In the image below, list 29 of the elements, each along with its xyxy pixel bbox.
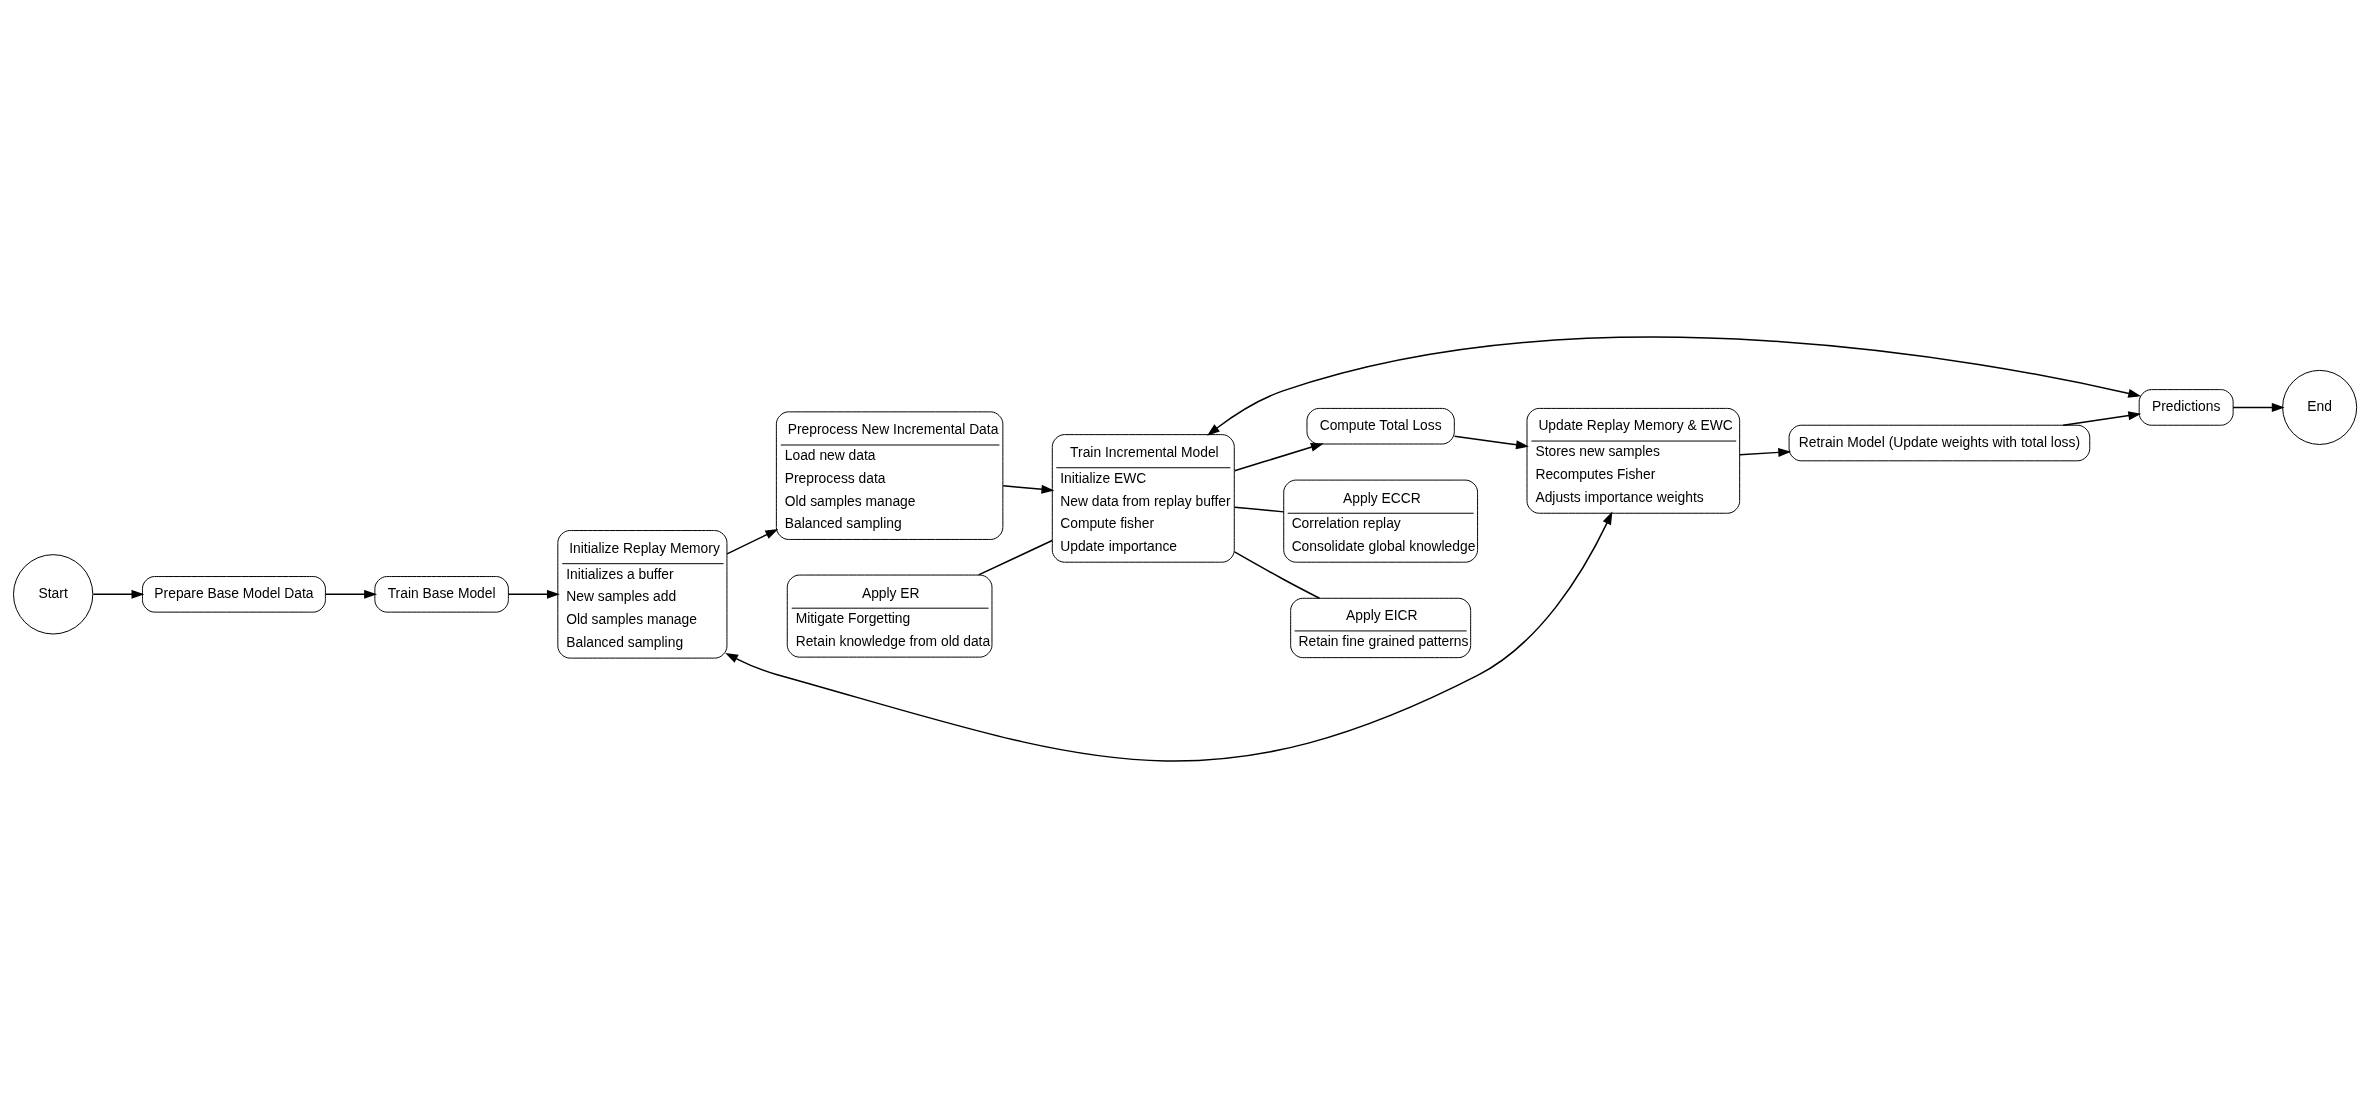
arrow: [726, 528, 779, 555]
node-circle: Start: [13, 553, 94, 634]
node-box: Update Replay Memory & EWC Stores new samples Recomputes Fisher Adjusts importance weights: [1526, 407, 1741, 514]
arrow: [1233, 442, 1324, 471]
node-box: Prepare Base Model Data: [141, 575, 326, 613]
node-box: Apply EICR Retain fine grained patterns: [1290, 597, 1472, 658]
node-box: Initialize Replay Memory Initializes a buffer New samples add Old samples manage Balanced sampling: [557, 529, 728, 659]
arrow: [92, 589, 145, 599]
connector: [977, 539, 1053, 576]
node-circle: End: [2282, 369, 2358, 445]
arrow: [1207, 336, 2142, 436]
node-box: Train Incremental Model Initialize EWC New data from replay buffer Compute fisher Update importance: [1051, 433, 1235, 563]
node-box: Predictions: [2138, 388, 2234, 426]
arrow: [1739, 447, 1792, 457]
node-box: Train Base Model: [374, 575, 509, 613]
node-box: Retrain Model (Update weights with total loss): [1788, 424, 2091, 461]
node-box: Apply ECCR Correlation replay Consolidate global knowledge: [1283, 479, 1479, 563]
connector: [1233, 550, 1321, 599]
arrow: [1453, 435, 1529, 449]
node-box: Compute Total Loss: [1306, 407, 1455, 444]
arrow: [1002, 484, 1055, 494]
connector: [1233, 505, 1285, 513]
node-box: Preprocess New Incremental Data Load new data Preprocess data Old samples manage Balanced sampling: [775, 410, 1004, 540]
node-box: Apply ER Mitigate Forgetting Retain knowledge from old data: [786, 574, 993, 658]
arrow: [725, 511, 1613, 762]
arrow: [2232, 402, 2285, 412]
arrow: [507, 589, 560, 599]
arrow: [2062, 410, 2142, 426]
arrow: [324, 589, 378, 599]
